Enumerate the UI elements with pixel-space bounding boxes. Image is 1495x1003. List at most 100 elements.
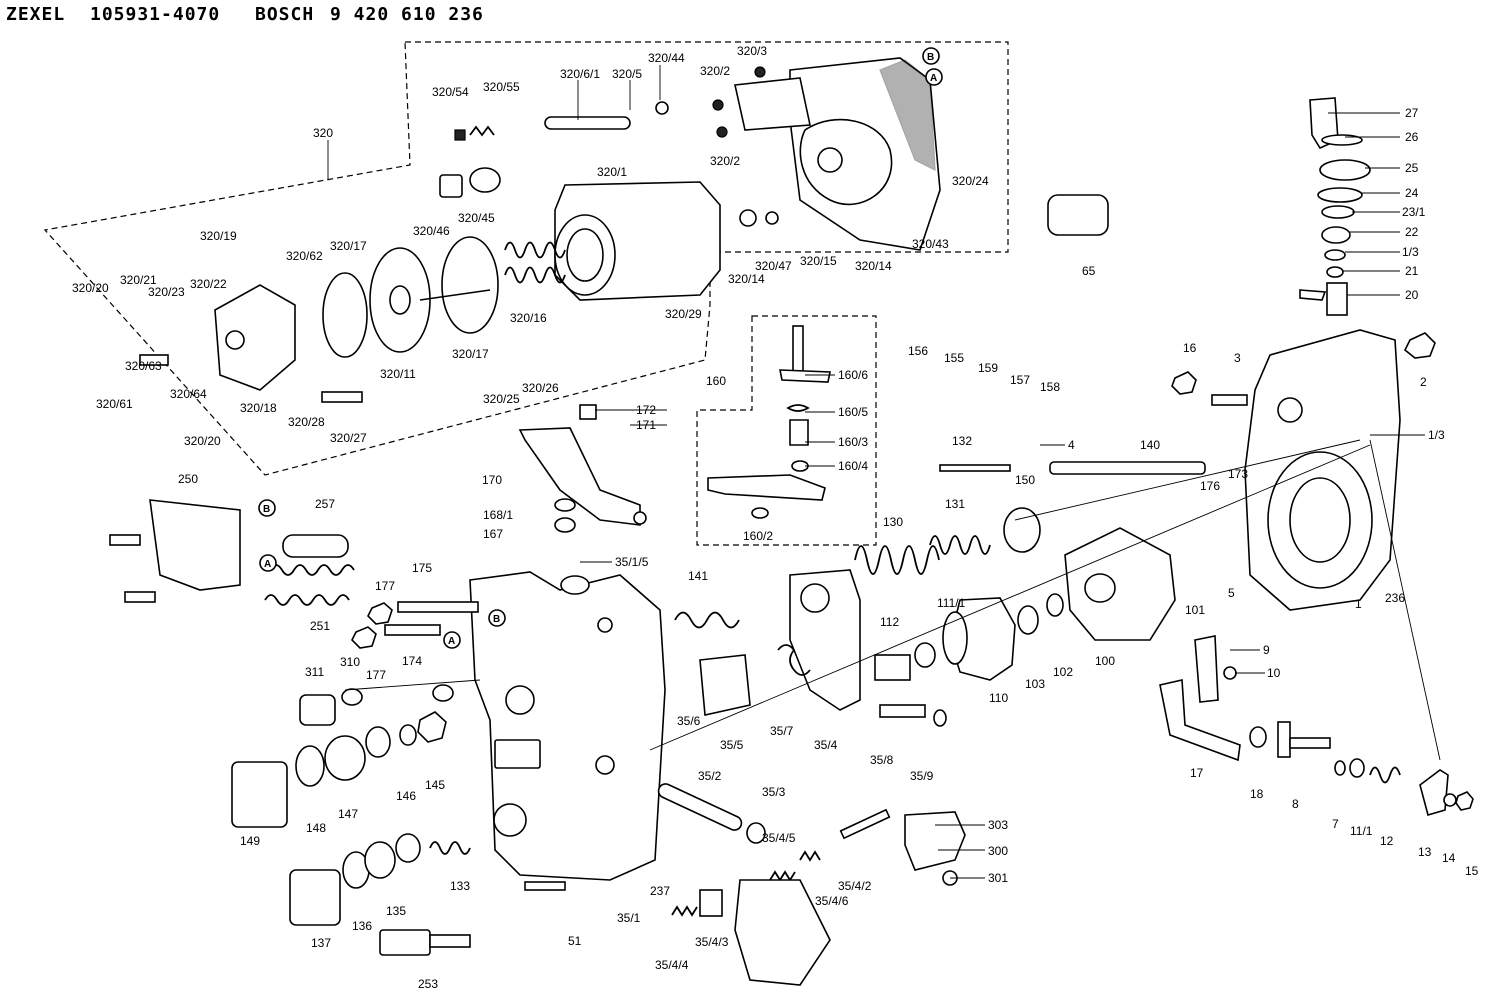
label-320-1: 320/1 [597,165,627,179]
label-155: 155 [944,351,964,365]
label-320-17-bottom: 320/17 [452,347,489,361]
label-320-3: 320/3 [737,44,767,58]
label-18: 18 [1250,787,1264,801]
lever-assembly-160 [707,325,831,519]
label-24: 24 [1405,186,1419,200]
label-167: 167 [483,527,503,541]
label-112: 112 [880,615,899,629]
label-160-3: 160/3 [838,435,868,449]
label-250: 250 [178,472,198,486]
label-320-14-left: 320/14 [728,272,765,286]
label-320-25: 320/25 [483,392,520,406]
label-320-24: 320/24 [952,174,989,188]
label-237: 237 [650,884,670,898]
label-102: 102 [1053,665,1073,679]
label-35-7: 35/7 [770,724,794,738]
label-132: 132 [952,434,972,448]
label-303: 303 [988,818,1008,832]
label-257: 257 [315,497,335,511]
governor-cover-plate [789,57,941,251]
label-145: 145 [425,778,445,792]
label-170: 170 [482,473,502,487]
label-251: 251 [310,619,330,633]
label-320-22: 320/22 [190,277,227,291]
label-173: 173 [1228,467,1248,481]
label-35-3: 35/3 [762,785,786,799]
pump-housing [469,571,666,881]
label-14: 14 [1442,851,1456,865]
label-35-5: 35/5 [720,738,744,752]
label-177-top: 177 [375,579,395,593]
svg-text:B: B [263,504,270,515]
label-320-14-right: 320/14 [855,259,892,273]
label-168-1: 168/1 [483,508,513,522]
label-320: 320 [313,126,333,140]
label-320-47: 320/47 [755,259,792,273]
marker-a-housing: A [443,631,461,649]
diaphragm-assembly [322,236,499,358]
label-17: 17 [1190,766,1204,780]
plug-caps-left [231,684,566,956]
label-23-1: 23/1 [1402,205,1426,219]
label-1-3-top: 1/3 [1402,245,1419,259]
label-320-16: 320/16 [510,311,547,325]
label-171: 171 [636,418,656,432]
label-160-2: 160/2 [743,529,773,543]
label-158: 158 [1040,380,1060,394]
label-35-4-4: 35/4/4 [655,958,689,972]
label-156: 156 [908,344,928,358]
label-320-15: 320/15 [800,254,837,268]
label-35-6: 35/6 [677,714,701,728]
label-111-1: 111/1 [937,596,966,610]
label-320-62: 320/62 [286,249,323,263]
springs-130-131 [854,461,1206,575]
bolts-175-174 [351,601,479,649]
label-320-11: 320/11 [380,367,416,381]
label-3: 3 [1234,351,1241,365]
marker-b-housing: B [488,609,506,627]
label-100: 100 [1095,654,1115,668]
flyweight-holder [874,527,1176,681]
label-160-6: 160/6 [838,368,868,382]
label-320-20-bottom: 320/20 [184,434,221,448]
header-part-number-bosch: 9 420 610 236 [330,4,484,25]
label-320-20-top: 320/20 [72,281,109,295]
label-320-64: 320/64 [170,387,207,401]
label-160-4: 160/4 [838,459,868,473]
governor-end-cover [214,284,296,391]
svg-text:A: A [448,636,455,647]
label-101: 101 [1185,603,1205,617]
label-150: 150 [1015,473,1035,487]
bottom-shaft-parts [657,783,966,986]
label-177-bottom: 177 [366,668,386,682]
label-320-43: 320/43 [912,237,949,251]
label-320-6-1: 320/6/1 [560,67,600,81]
label-320-21: 320/21 [120,273,157,287]
label-320-45: 320/45 [458,211,495,225]
label-11-1: 11/1 [1350,824,1373,838]
label-35-4-5: 35/4/5 [762,831,796,845]
label-130: 130 [883,515,903,529]
label-320-44: 320/44 [648,51,685,65]
label-15: 15 [1465,864,1479,878]
label-160-5: 160/5 [838,405,868,419]
label-12: 12 [1380,834,1394,848]
stop-lever-parts [1159,635,1474,816]
label-172: 172 [636,403,656,417]
label-176: 176 [1200,479,1220,493]
label-320-2-top: 320/2 [700,64,730,78]
label-135: 135 [386,904,406,918]
small-parts-320 [139,101,1109,403]
label-26: 26 [1405,130,1419,144]
label-5: 5 [1228,586,1235,600]
label-2: 2 [1420,375,1427,389]
label-253: 253 [418,977,438,991]
label-8: 8 [1292,797,1299,811]
label-310: 310 [340,655,360,669]
label-300: 300 [988,844,1008,858]
governor-lever-35-4 [674,569,947,727]
label-4: 4 [1068,438,1075,452]
header-part-number-zexel: 105931-4070 [90,4,220,25]
label-175: 175 [412,561,432,575]
bracket-plate [712,66,811,138]
